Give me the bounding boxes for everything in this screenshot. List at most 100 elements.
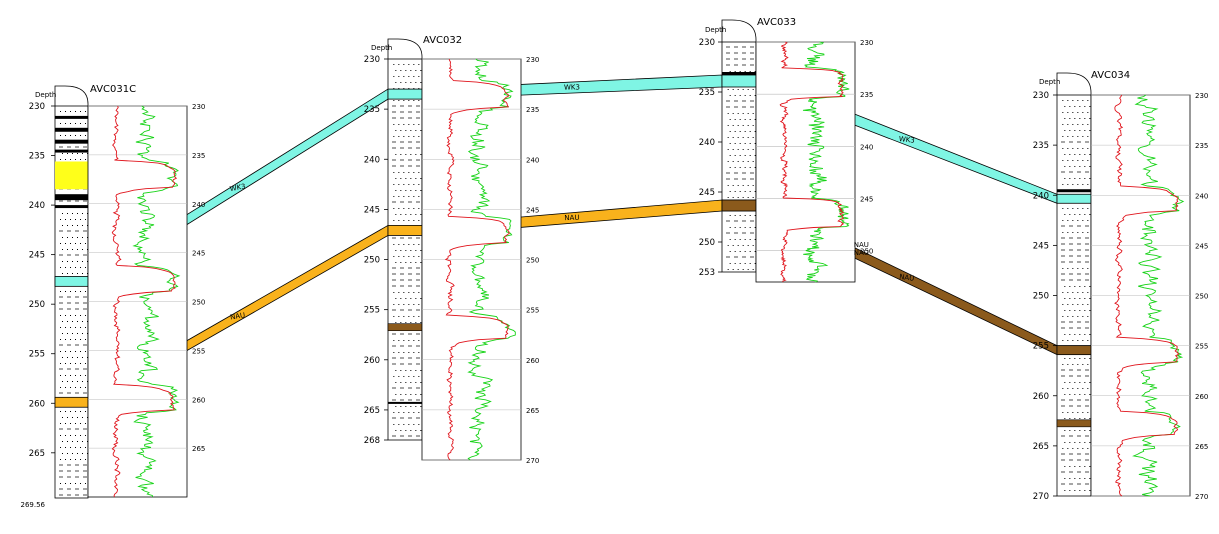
depth-tick-label: 260: [1033, 392, 1049, 402]
gamma-log-curve: [1132, 94, 1185, 497]
depth-tick-label: 235: [364, 105, 380, 115]
log-tick-label: 245: [1195, 242, 1208, 250]
well-w2: AVC032Depth23023524024525025526026526823…: [364, 35, 540, 465]
log-tick-label: 240: [192, 201, 205, 209]
log-tick-label: 250: [526, 257, 539, 265]
log-tick-label: 250: [192, 299, 205, 307]
correlation-label-wk3: WK3: [898, 135, 915, 145]
depth-tick-label: 245: [29, 251, 45, 261]
log-tick-label: 250: [1195, 293, 1208, 301]
depth-header: Depth: [371, 44, 392, 52]
log-tick-label: 270: [526, 457, 539, 465]
depth-tick-label: 255: [364, 306, 380, 316]
log-tick-label: 245: [860, 196, 873, 204]
log-tick-label: 265: [1195, 443, 1208, 451]
lithology-column: [387, 58, 423, 441]
marker-band-wk3: [1056, 193, 1092, 204]
correlation-label-nau: NAU: [230, 311, 246, 321]
log-tick-label: 250: [860, 248, 873, 256]
lithology-band-black: [388, 401, 422, 404]
depth-tick-label: 230: [699, 38, 715, 48]
log-tick-label: 255: [1195, 343, 1208, 351]
depth-tick-label: 245: [699, 188, 715, 198]
log-tick-label: 265: [192, 445, 205, 453]
log-track: [755, 41, 856, 283]
depth-tick-label: 240: [364, 155, 380, 165]
correlation-extra-label: NAU: [854, 249, 869, 257]
depth-tick-label: 255: [1033, 342, 1049, 352]
correlation-label-wk3: WK3: [564, 83, 580, 91]
correlation-bands: [87, 74, 1058, 408]
marker-band-nau: [54, 396, 89, 408]
resistivity-log-curve: [444, 58, 510, 461]
log-tick-label: 235: [1195, 142, 1208, 150]
depth-tick-label: 250: [29, 300, 45, 310]
depth-tick-label: 268: [364, 436, 380, 446]
resistivity-log-curve: [111, 105, 178, 498]
lithology-band-black: [722, 72, 756, 75]
lithology-band-coal: [1056, 419, 1092, 428]
log-tick-label: 240: [1195, 192, 1208, 200]
depth-tick-label: 265: [1033, 442, 1049, 452]
well-name: AVC031C: [90, 84, 136, 95]
log-tick-label: 245: [192, 250, 205, 258]
well-name: AVC033: [757, 17, 796, 28]
depth-tick-label: 235: [699, 88, 715, 98]
lithology-band-coal: [387, 323, 423, 332]
well-w1: AVC031CDepth230235240245250255260265269.…: [21, 84, 206, 509]
correlation-label-nau: NAU: [899, 273, 915, 283]
depth-tick-label: 235: [29, 152, 45, 162]
lithology-column: [1056, 94, 1092, 497]
depth-tick-label: 240: [29, 201, 45, 211]
log-tick-label: 230: [860, 39, 873, 47]
correlation-extra-label: NAU: [854, 241, 869, 249]
log-tick-label: 230: [1195, 92, 1208, 100]
depth-tick-label: 245: [364, 205, 380, 215]
marker-band-wk3: [387, 88, 423, 100]
depth-header: Depth: [1039, 78, 1060, 86]
correlation-nau: [87, 199, 1058, 408]
lithology-band-black: [55, 127, 88, 132]
depth-tick-label: 250: [1033, 292, 1049, 302]
depth-tick-label: 250: [364, 256, 380, 266]
lithology-band-black: [55, 149, 88, 153]
marker-band-nau: [721, 199, 757, 212]
lithology-band-black: [55, 205, 88, 209]
log-tick-label: 255: [192, 347, 205, 355]
depth-tick-label: 255: [29, 350, 45, 360]
depth-bottom-label: 269.56: [21, 501, 46, 509]
marker-band-wk3: [721, 74, 757, 88]
log-tick-label: 260: [1195, 393, 1208, 401]
depth-tick-label: 265: [364, 406, 380, 416]
marker-band-nau: [1056, 345, 1092, 356]
log-tick-label: 260: [526, 357, 539, 365]
log-tick-label: 235: [526, 106, 539, 114]
lithology-band-black: [55, 115, 88, 119]
correlation-wk3: [87, 74, 1058, 288]
depth-tick-label: 253: [699, 268, 715, 278]
depth-tick-label: 260: [364, 356, 380, 366]
log-tick-label: 230: [526, 56, 539, 64]
depth-tick-label: 235: [1033, 141, 1049, 151]
marker-band-wk3: [54, 276, 89, 287]
lithology-band-yellow: [55, 161, 88, 190]
depth-tick-label: 240: [699, 138, 715, 148]
lithology-band-black: [55, 139, 88, 144]
depth-tick-label: 270: [1033, 492, 1049, 502]
well-header-cap: [54, 85, 89, 106]
resistivity-log-curve: [779, 41, 845, 283]
depth-tick-label: 265: [29, 449, 45, 459]
well-header-cap: [387, 38, 423, 59]
well-name: AVC034: [1091, 70, 1130, 81]
log-tick-label: 235: [860, 91, 873, 99]
well-logs: AVC031C Depth 230 235 240 245 250 255 260 265 269.…: [21, 17, 1209, 509]
gamma-log-curve: [132, 105, 181, 498]
